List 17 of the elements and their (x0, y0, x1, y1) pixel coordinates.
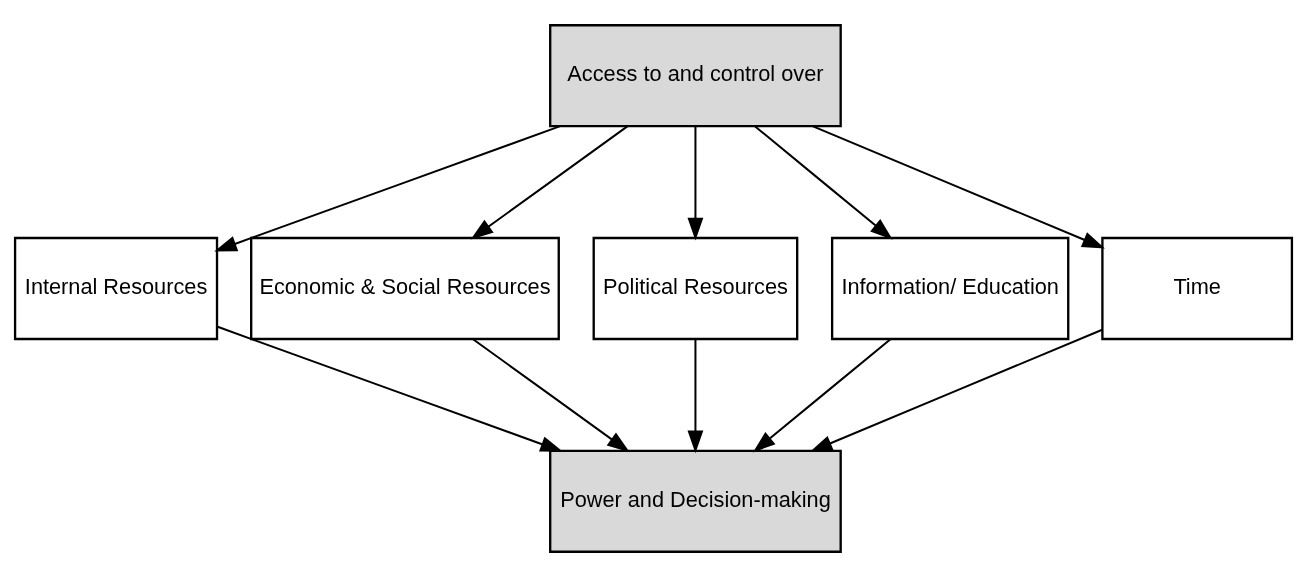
node-box: Time (1101, 236, 1294, 341)
arrow (217, 325, 564, 452)
arrow (214, 125, 560, 252)
arrow (687, 126, 704, 241)
arrow (754, 125, 893, 240)
arrow (752, 338, 892, 453)
node-box: Access to and control over (549, 24, 842, 128)
node-box: Internal Resources (13, 236, 219, 341)
node-box: Power and Decision-making (549, 449, 842, 553)
arrow (687, 339, 704, 454)
node-box: Economic & Social Resources (250, 236, 560, 341)
arrow (809, 328, 1103, 452)
arrow (812, 125, 1105, 249)
node-box: Political Resources (592, 236, 799, 341)
arrow (472, 338, 630, 453)
node-box: Information/ Education (830, 236, 1070, 341)
arrow (470, 125, 628, 240)
